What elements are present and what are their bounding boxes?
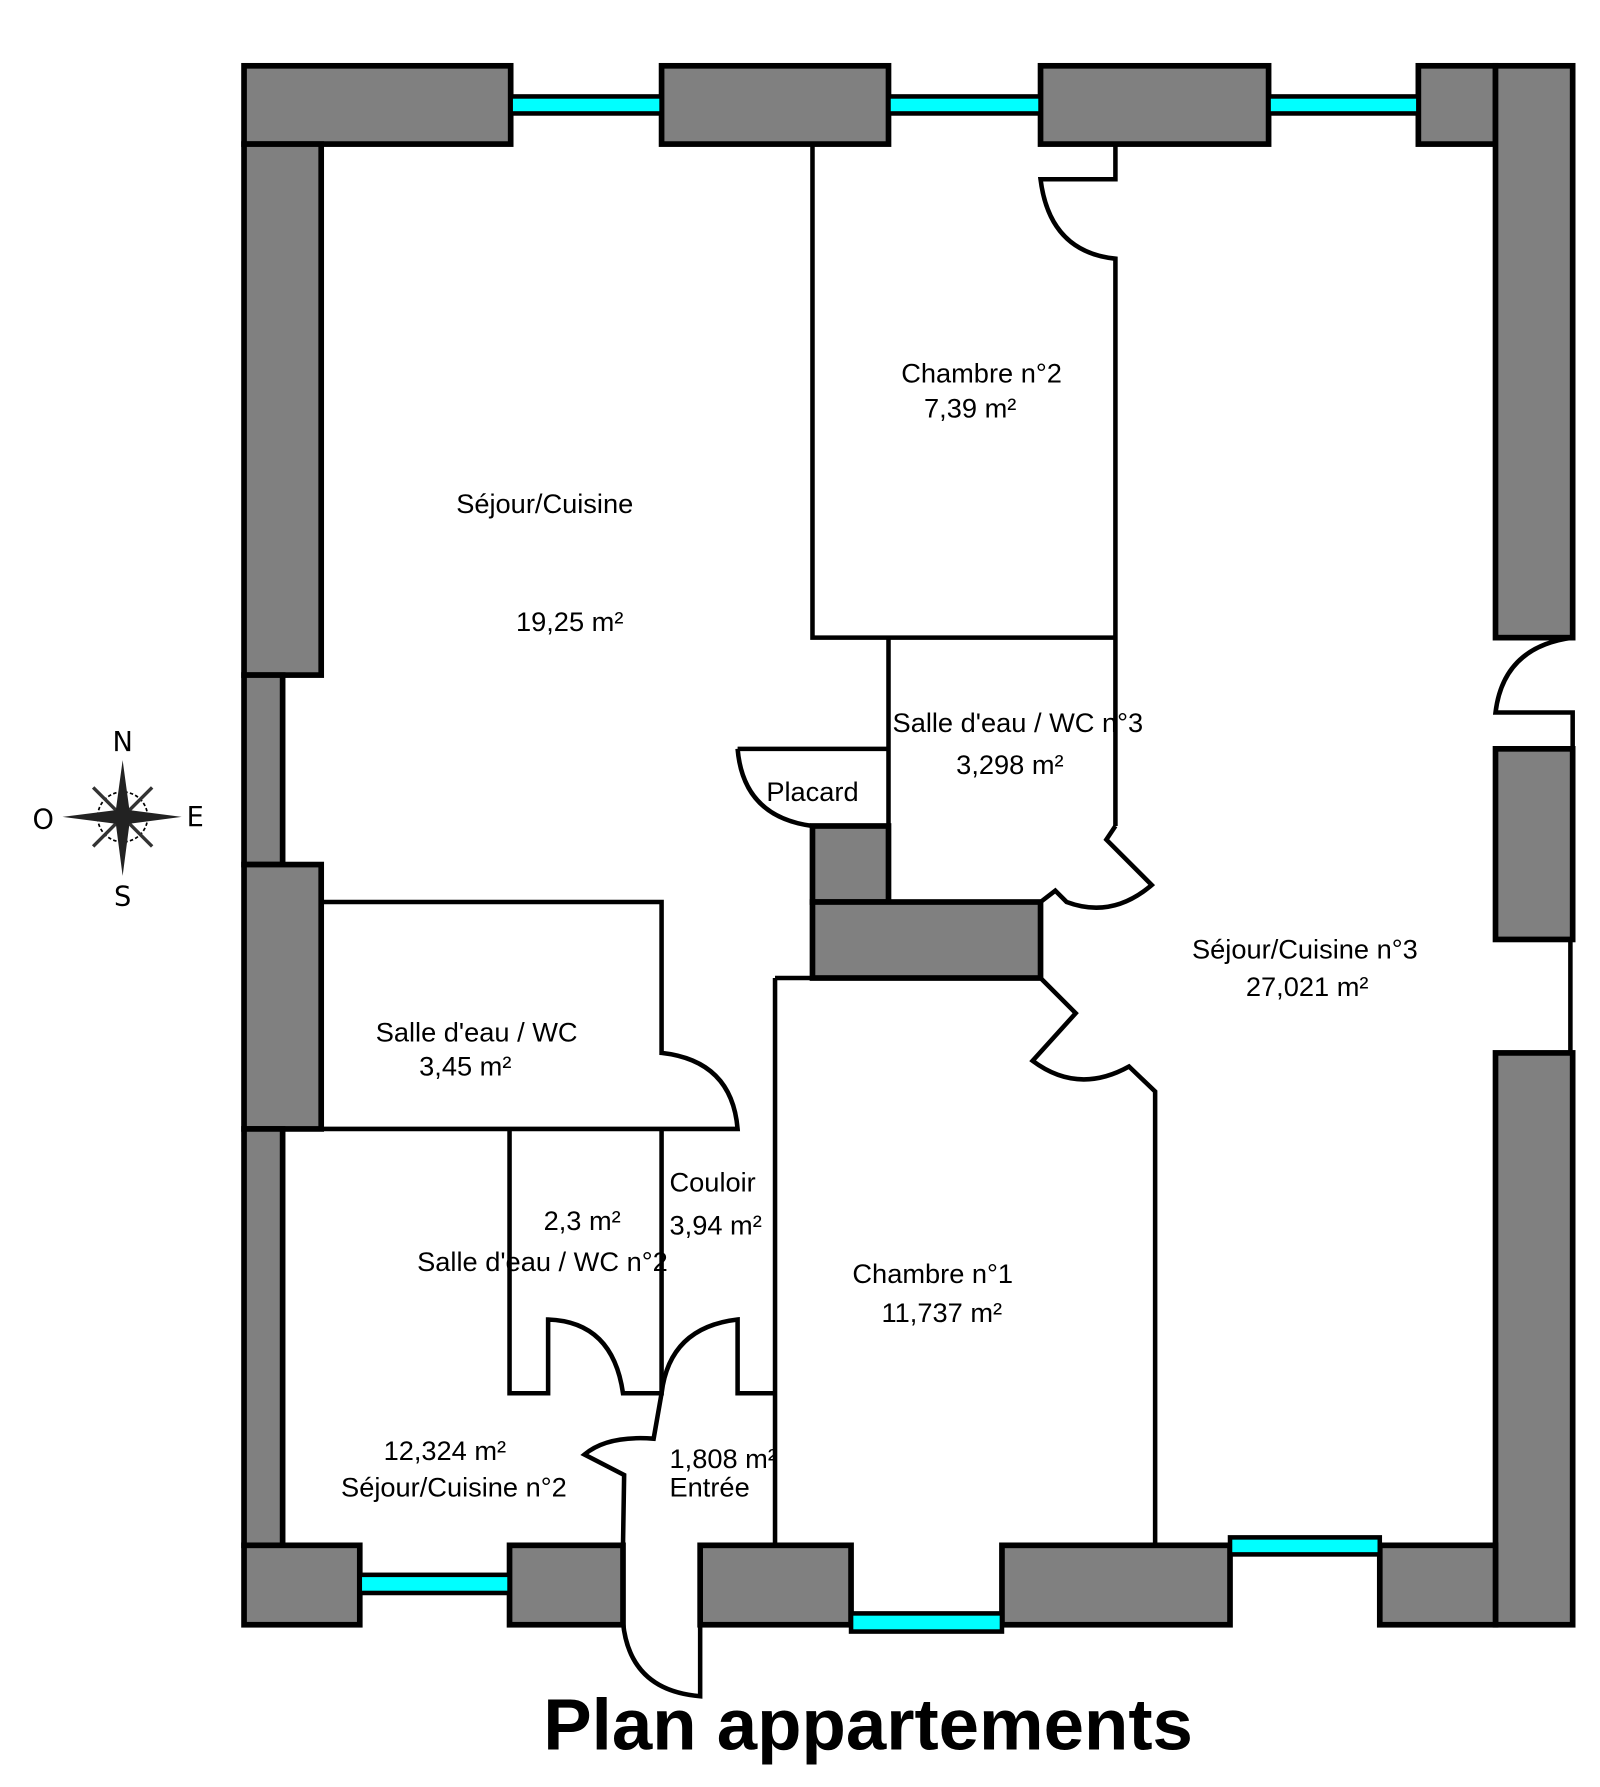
room-area: 3,94 m² [670,1209,762,1240]
room-area: 3,298 m² [956,749,1063,780]
room-name: Chambre n°1 [852,1258,1013,1289]
room-area: 7,39 m² [924,393,1016,424]
room-area: 2,3 m² [544,1205,621,1236]
room-area: 19,25 m² [516,606,623,637]
room-name: Salle d'eau / WC n°3 [893,707,1144,738]
room-area: 27,021 m² [1246,971,1369,1002]
room-name: Salle d'eau / WC [376,1017,578,1048]
room-name: Salle d'eau / WC n°2 [417,1246,668,1277]
room-area: 11,737 m² [882,1297,1003,1328]
room-name: Séjour/Cuisine [456,488,633,519]
room-area: 3,45 m² [419,1051,511,1082]
compass-west: O [33,804,54,835]
room-name: Entrée [670,1472,750,1503]
compass-south: S [114,881,131,912]
plan-title: Plan appartements [543,1685,1193,1766]
compass-east: E [187,802,204,833]
compass-north: N [112,727,132,758]
room-name: Séjour/Cuisine n°3 [1192,934,1418,965]
room-name: Couloir [670,1166,756,1197]
windows [357,94,1421,1634]
compass-rose-icon: N S E O [33,727,204,912]
interior-walls-and-doors [282,144,1575,1699]
room-name: Chambre n°2 [901,357,1062,388]
room-labels: Séjour/Cuisine 19,25 m² Chambre n°2 7,39… [341,357,1418,1502]
room-name: Placard [766,776,858,807]
room-area: 12,324 m² [384,1435,507,1466]
exterior-walls [241,62,1576,1628]
room-area: 1,808 m² [670,1443,777,1474]
room-name: Séjour/Cuisine n°2 [341,1472,567,1503]
